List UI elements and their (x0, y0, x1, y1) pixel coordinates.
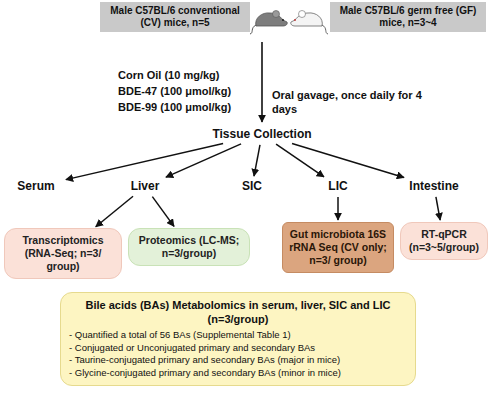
cv-mouse-icon (250, 11, 287, 35)
node-list-item: - Glycine-conjugated primary and seconda… (69, 367, 407, 380)
tissue-node: Intestine (396, 178, 472, 195)
node-list-item: - Taurine-conjugated primary and seconda… (69, 354, 407, 367)
analysis-box: Proteomics (LC-MS; n=3/group) (128, 228, 250, 266)
dosing-arrow (261, 42, 263, 122)
tissue-node: Serum (8, 178, 64, 195)
gf-mouse-icon (291, 11, 328, 35)
flow-arrow (436, 197, 440, 220)
flow-arrow (337, 197, 339, 220)
mouse-tail (322, 25, 328, 34)
node-heading: SIC (234, 179, 270, 194)
flow-arrow (276, 144, 324, 177)
flow-arrow (96, 196, 133, 226)
treatment-label: BDE-47 (100 μmol/kg) (118, 84, 258, 98)
mouse-group-box: Male C57BL/6 germ free (GF) mice, n=3~4 (330, 2, 486, 32)
tissue-node: LIC (318, 178, 358, 195)
analysis-box: Transcriptomics (RNA-Seq; n=3/ group) (4, 228, 122, 279)
flow-arrow (152, 197, 174, 227)
metabolomics-box: Bile acids (BAs) Metabolomics in serum, … (60, 292, 416, 386)
dosing-note: Oral gavage, once daily for 4 days (272, 88, 422, 116)
analysis-box: RT-qPCR (n=3~5/group) (400, 222, 488, 260)
flow-arrow (292, 144, 404, 178)
node-heading: LIC (320, 179, 356, 194)
node-heading: Male C57BL/6 germ free (GF) mice, n=3~4 (334, 5, 482, 29)
node-list-item: - Conjugated or Unconjugated primary and… (69, 342, 407, 355)
mouse-group-box: Male C57BL/6 conventional (CV) mice, n=5 (100, 2, 250, 32)
node-heading: RT-qPCR (n=3~5/group) (404, 228, 484, 254)
mouse-tail (250, 25, 256, 34)
mouse-ear (299, 11, 306, 18)
node-heading: Gut microbiota 16S rRNA Seq (CV only; n=… (286, 228, 390, 267)
mouse-eye (294, 19, 296, 21)
tissue-node: SIC (232, 178, 272, 195)
node-heading: Male C57BL/6 conventional (CV) mice, n=5 (104, 5, 246, 29)
analysis-box: Gut microbiota 16S rRNA Seq (CV only; n=… (282, 222, 394, 273)
flow-arrow (254, 145, 260, 176)
mouse-body (256, 13, 288, 26)
treatment-label: Corn Oil (10 mg/kg) (118, 68, 258, 82)
mouse-ear (273, 11, 280, 18)
mouse-body (291, 13, 323, 26)
node-heading: Bile acids (BAs) Metabolomics in serum, … (69, 298, 407, 326)
node-heading: Proteomics (LC-MS; n=3/group) (132, 234, 246, 260)
node-list-item: - Quantified a total of 56 BAs (Suppleme… (69, 329, 407, 342)
node-heading: Serum (10, 179, 62, 194)
node-heading: Liver (120, 179, 170, 194)
step-label-node: Tissue Collection (200, 126, 324, 143)
node-heading: Intestine (398, 179, 470, 194)
treatment-label: BDE-99 (100 μmol/kg) (118, 100, 258, 114)
mouse-eye (282, 19, 284, 21)
flow-arrow (166, 144, 241, 177)
node-heading: Tissue Collection (202, 127, 322, 142)
node-heading: Transcriptomics (RNA-Seq; n=3/ group) (8, 234, 118, 273)
tissue-node: Liver (118, 178, 172, 195)
